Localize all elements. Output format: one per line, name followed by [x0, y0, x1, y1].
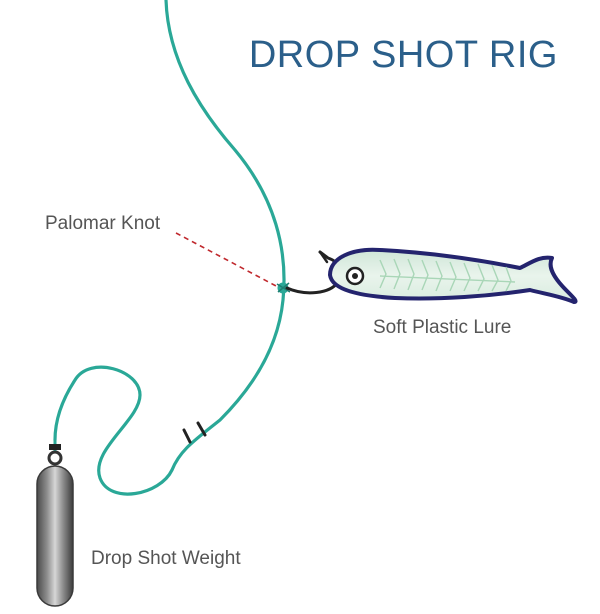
palomar-knot-icon — [276, 282, 291, 294]
drop-shot-weight-label: Drop Shot Weight — [91, 548, 241, 569]
line-break-marks — [182, 421, 207, 444]
page-title: DROP SHOT RIG — [248, 34, 558, 76]
palomar-knot-label: Palomar Knot — [45, 213, 161, 234]
main-line — [53, 0, 286, 496]
soft-plastic-lure-icon — [328, 247, 578, 304]
swivel-icon — [47, 440, 63, 466]
palomar-knot-leader-line — [175, 232, 279, 288]
drop-shot-weight-icon — [36, 465, 74, 607]
soft-plastic-lure-label: Soft Plastic Lure — [373, 317, 512, 338]
